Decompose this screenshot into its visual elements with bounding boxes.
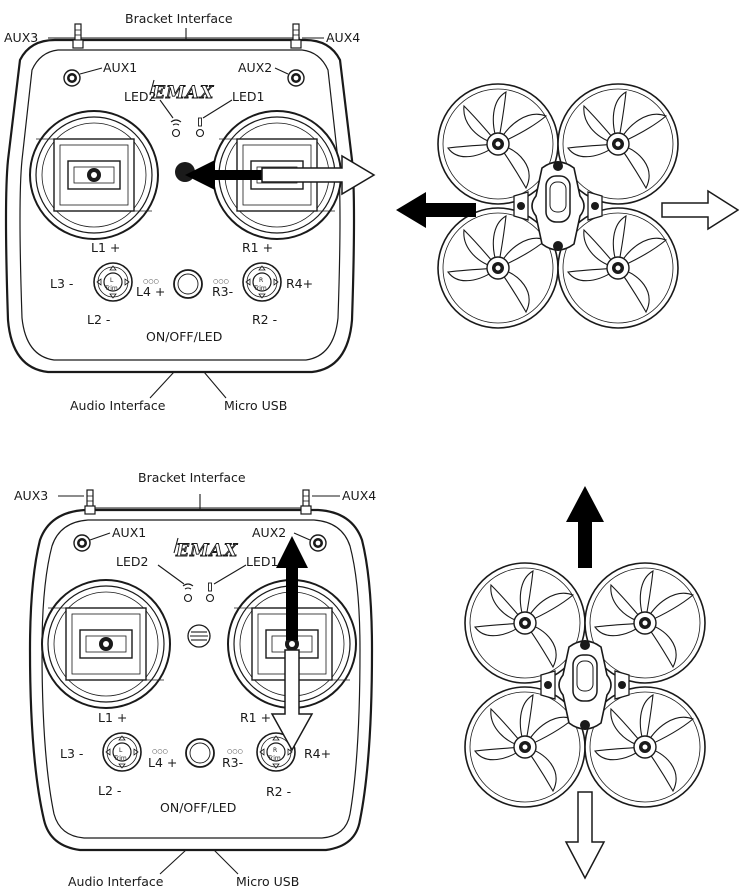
- aux1-label: AUX1: [103, 60, 137, 75]
- l-letter: L: [110, 277, 114, 284]
- drone-backward-arrow: [564, 791, 606, 880]
- aux4-label: AUX4: [342, 488, 376, 503]
- led2-label: LED2: [124, 89, 156, 104]
- drone-left-arrow: [396, 192, 476, 228]
- roll-right-arrow: [261, 154, 376, 196]
- r3-label: R3-: [212, 284, 233, 299]
- aux4-switch[interactable]: [300, 489, 312, 515]
- aux3-switch[interactable]: [84, 489, 96, 515]
- r4-label: R4+: [286, 276, 313, 291]
- pitch-down-arrow: [270, 649, 314, 752]
- emax-logo: EMAX: [175, 541, 238, 561]
- center-grille: [187, 624, 211, 648]
- l4-label: L4 +: [136, 284, 165, 299]
- aux4-switch[interactable]: [290, 23, 302, 49]
- led2-label: LED2: [116, 554, 148, 569]
- pitch-up-arrow: [276, 536, 308, 640]
- r2-label: R2 -: [266, 784, 291, 799]
- audio-interface-label: Audio Interface: [68, 874, 164, 889]
- led1-label: LED1: [246, 554, 278, 569]
- roll-left-arrow: [185, 160, 270, 190]
- aux3-label: AUX3: [4, 30, 38, 45]
- aux1-button[interactable]: [73, 534, 91, 552]
- aux2-label: AUX2: [238, 60, 272, 75]
- aux2-button[interactable]: [309, 534, 327, 552]
- aux1-label: AUX1: [112, 525, 146, 540]
- l3-label: L3 -: [60, 746, 83, 761]
- drone-forward-arrow: [566, 486, 604, 568]
- l3-label: L3 -: [50, 276, 73, 291]
- aux2-button[interactable]: [287, 69, 305, 87]
- l1-label: L1 +: [91, 240, 120, 255]
- trim-label-left: Trim: [113, 755, 127, 762]
- controller-bottom: L Trim R Trim ○○○ ○○○ EMAX Bracket Inter…: [14, 470, 376, 889]
- aux1-button[interactable]: [63, 69, 81, 87]
- aux4-label: AUX4: [326, 30, 360, 45]
- aux3-label: AUX3: [14, 488, 48, 503]
- aux2-label: AUX2: [252, 525, 286, 540]
- power-label: ON/OFF/LED: [160, 800, 236, 815]
- audio-interface-label: Audio Interface: [70, 398, 166, 413]
- l-dots: ○○○: [152, 748, 168, 755]
- controller-top: L Trim R Trim ○○○ ○○○ EMAX Bracket Inter…: [4, 11, 376, 413]
- bracket-interface-label: Bracket Interface: [138, 470, 246, 485]
- r1-label: R1 +: [240, 710, 271, 725]
- emax-logo: EMAX: [151, 83, 214, 103]
- r-dots: ○○○: [213, 278, 229, 285]
- power-label: ON/OFF/LED: [146, 329, 222, 344]
- led1-indicator: [195, 117, 205, 138]
- micro-usb-label: Micro USB: [224, 398, 287, 413]
- drone-top: [396, 84, 739, 328]
- trim-label-left: Trim: [104, 285, 118, 292]
- r2-label: R2 -: [252, 312, 277, 327]
- l4-label: L4 +: [148, 755, 177, 770]
- led2-indicator: [182, 583, 194, 603]
- trim-label-right: Trim: [253, 285, 267, 292]
- trim-label-right: Trim: [267, 755, 281, 762]
- micro-usb-label: Micro USB: [236, 874, 299, 889]
- led1-label: LED1: [232, 89, 264, 104]
- r1-label: R1 +: [242, 240, 273, 255]
- drone-bottom: [465, 486, 705, 880]
- r-letter: R: [273, 747, 277, 754]
- r-dots: ○○○: [227, 748, 243, 755]
- left-gimbal[interactable]: [29, 110, 159, 240]
- r4-label: R4+: [304, 746, 331, 761]
- bracket-interface-label: Bracket Interface: [125, 11, 233, 26]
- r-letter: R: [259, 277, 263, 284]
- r3-label: R3-: [222, 755, 243, 770]
- l-letter: L: [119, 747, 123, 754]
- l2-label: L2 -: [98, 783, 121, 798]
- left-gimbal[interactable]: [41, 579, 171, 709]
- drone-right-arrow: [661, 189, 739, 231]
- l2-label: L2 -: [87, 312, 110, 327]
- led2-indicator: [170, 119, 182, 138]
- aux3-switch[interactable]: [72, 23, 84, 49]
- l1-label: L1 +: [98, 710, 127, 725]
- l-dots: ○○○: [143, 278, 159, 285]
- led1-indicator: [205, 582, 215, 603]
